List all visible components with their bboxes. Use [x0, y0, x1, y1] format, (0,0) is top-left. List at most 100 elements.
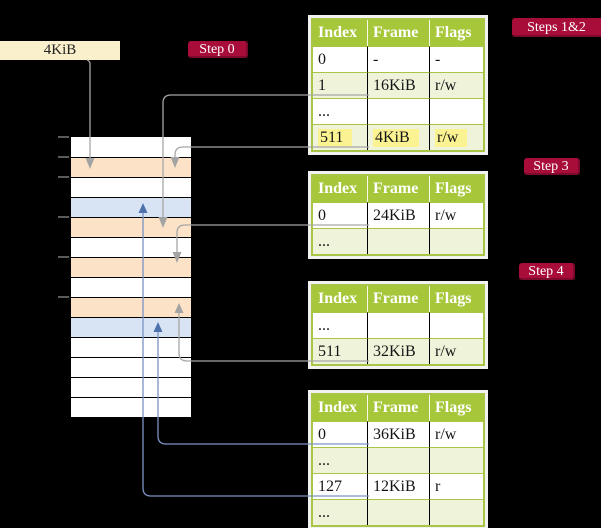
table-cell: [367, 98, 429, 124]
steps-1-2-text: Steps 1&2: [527, 20, 586, 35]
table-cell: [429, 499, 483, 525]
table-cell: [367, 499, 429, 525]
table-cell: [367, 312, 429, 338]
table-cell: 0: [313, 202, 367, 228]
table-cell: 32KiB: [367, 338, 429, 364]
memory-frame-row-13: [71, 397, 191, 417]
table-cell: [429, 228, 483, 254]
highlighted-value: 511: [318, 128, 353, 147]
table-cell: ...: [313, 312, 367, 338]
table-cell: -: [367, 46, 429, 72]
memory-frame-row-12: [71, 377, 191, 397]
column-header-frame: Frame: [367, 395, 429, 421]
table-cell: r/w: [429, 72, 483, 98]
column-header-flags: Flags: [429, 176, 483, 202]
table-row: ...: [313, 228, 483, 254]
table-cell: [367, 228, 429, 254]
table-cell: 12KiB: [367, 473, 429, 499]
memory-frame-row-10: [71, 337, 191, 357]
column-header-index: Index: [313, 176, 367, 202]
table-cell: ...: [313, 447, 367, 473]
table-cell: [367, 447, 429, 473]
table-row: 511 4KiB r/w: [313, 124, 483, 150]
memory-frame-row-5: [71, 237, 191, 257]
table-cell: r/w: [429, 421, 483, 447]
column-header-frame: Frame: [367, 176, 429, 202]
table-cell: [429, 447, 483, 473]
highlighted-value: r/w: [435, 128, 468, 147]
table-row: ...: [313, 499, 483, 525]
table-cell: ...: [313, 499, 367, 525]
table-cell: 127: [313, 473, 367, 499]
step-4-text: Step 4: [528, 264, 564, 279]
memory-frame-row-11: [71, 357, 191, 377]
table-row: 0--: [313, 46, 483, 72]
table-row: ...: [313, 447, 483, 473]
step-0-label: Step 0: [188, 41, 248, 58]
table-cell: 16KiB: [367, 72, 429, 98]
memory-frame-row-8: [71, 297, 191, 317]
table-cell: [429, 98, 483, 124]
physical-memory-column: [70, 136, 192, 418]
table-cell: r/w: [429, 338, 483, 364]
table-cell: 24KiB: [367, 202, 429, 228]
table-row: ...: [313, 312, 483, 338]
frame-size-label: 4KiB: [43, 42, 77, 58]
steps-1-2-label: Steps 1&2: [512, 18, 601, 37]
table-row: ...: [313, 98, 483, 124]
table-cell: -: [429, 46, 483, 72]
highlighted-value: 4KiB: [373, 128, 419, 147]
table-cell: [429, 312, 483, 338]
table-cell: 36KiB: [367, 421, 429, 447]
table-cell: r: [429, 473, 483, 499]
table-cell: 511: [313, 124, 367, 150]
column-header-index: Index: [313, 20, 367, 46]
memory-frame-row-1: [71, 157, 191, 177]
step-3-label: Step 3: [524, 158, 580, 175]
column-header-flags: Flags: [429, 20, 483, 46]
table-cell: r/w: [429, 202, 483, 228]
table-cell: 1: [313, 72, 367, 98]
table-cell: ...: [313, 228, 367, 254]
column-header-index: Index: [313, 395, 367, 421]
column-header-frame: Frame: [367, 20, 429, 46]
memory-frame-row-3: [71, 197, 191, 217]
table-cell: 0: [313, 421, 367, 447]
table-cell: 4KiB: [367, 124, 429, 150]
memory-frame-row-2: [71, 177, 191, 197]
table-cell: ...: [313, 98, 367, 124]
frame-size-box: 4KiB: [0, 41, 120, 60]
table-cell: 0: [313, 46, 367, 72]
table-cell: 511: [313, 338, 367, 364]
column-header-flags: Flags: [429, 395, 483, 421]
step-3-text: Step 3: [533, 159, 569, 174]
memory-address-ticks: [58, 136, 69, 298]
memory-frame-row-6: [71, 257, 191, 277]
step-4-label: Step 4: [519, 263, 575, 280]
column-header-index: Index: [313, 286, 367, 312]
column-header-flags: Flags: [429, 286, 483, 312]
column-header-frame: Frame: [367, 286, 429, 312]
step-0-text: Step 0: [199, 42, 235, 57]
memory-frame-row-7: [71, 277, 191, 297]
memory-frame-row-4: [71, 217, 191, 237]
memory-frame-row-9: [71, 317, 191, 337]
